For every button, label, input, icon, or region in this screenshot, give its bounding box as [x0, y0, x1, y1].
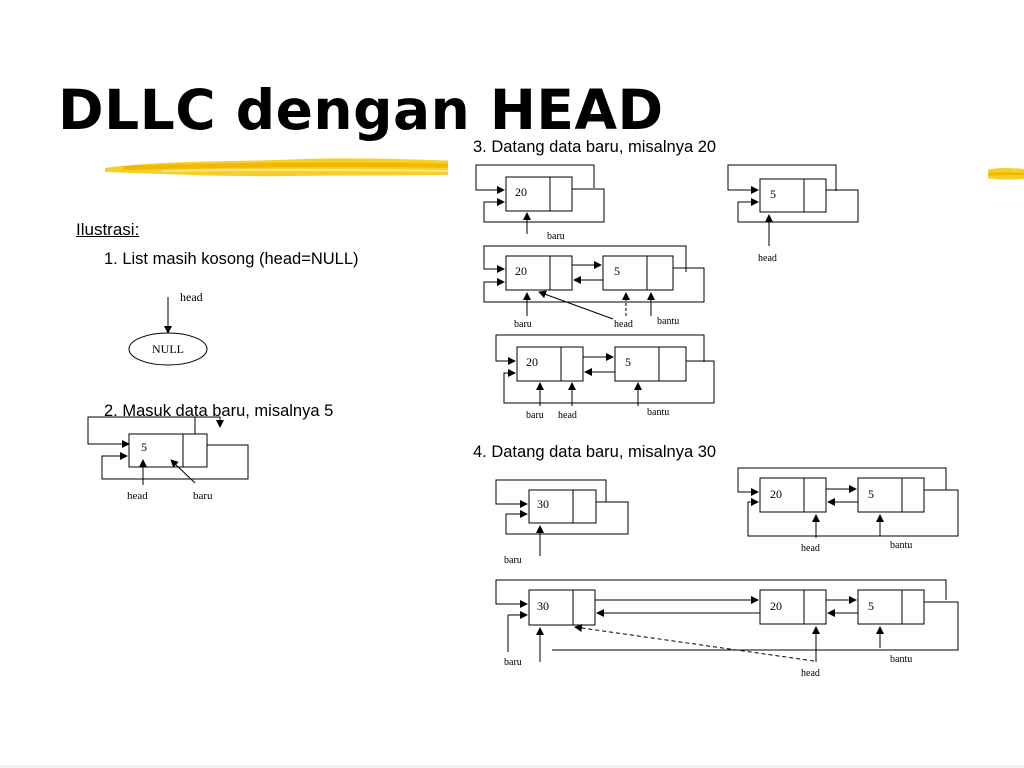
node-value: 30: [537, 599, 549, 613]
node-value: 5: [868, 599, 874, 613]
yellow-brush-stroke-right: [987, 168, 1024, 180]
node-value: 5: [770, 187, 776, 201]
slide-title: DLLC dengan HEAD: [58, 78, 664, 142]
node-value: 20: [770, 487, 782, 501]
baru-label: baru: [193, 490, 213, 502]
head-label: head: [127, 490, 148, 502]
bantu-label: bantu: [657, 316, 679, 327]
illustration-label: Ilustrasi:: [76, 220, 140, 239]
node-value: 5: [625, 355, 631, 369]
bantu-label: bantu: [890, 654, 912, 665]
head-label: head: [801, 543, 820, 554]
node-value: 20: [515, 185, 527, 199]
baru-label: baru: [547, 231, 565, 242]
yellow-brush-stroke: [105, 158, 481, 177]
step-1-diagram: head NULL: [128, 290, 208, 366]
node-value: 20: [526, 355, 538, 369]
head-label: head: [180, 290, 203, 304]
node-value: 5: [868, 487, 874, 501]
linked-list-diagrams: 20 5 20 5 20 5 30 20 5 30 20 5 baru head…: [475, 164, 959, 679]
head-label: head: [758, 253, 777, 264]
bantu-label: bantu: [647, 407, 669, 418]
node-value: 30: [537, 497, 549, 511]
head-label: head: [801, 668, 820, 679]
step-3-text: 3. Datang data baru, misalnya 20: [473, 138, 717, 156]
baru-label: baru: [504, 555, 522, 566]
baru-label: baru: [514, 319, 532, 330]
baru-label: baru: [504, 657, 522, 668]
step-2-text: 2. Masuk data baru, misalnya 5: [104, 402, 334, 420]
node-value: 20: [770, 599, 782, 613]
baru-label: baru: [526, 410, 544, 421]
footer-divider: [0, 765, 1024, 768]
head-label: head: [558, 410, 577, 421]
head-label: head: [614, 319, 633, 330]
node-value: 5: [141, 440, 147, 454]
null-label: NULL: [152, 342, 184, 356]
step-4-text: 4. Datang data baru, misalnya 30: [473, 443, 717, 461]
step-1-text: 1. List masih kosong (head=NULL): [104, 250, 359, 268]
node-value: 20: [515, 264, 527, 278]
bantu-label: bantu: [890, 540, 912, 551]
node-value: 5: [614, 264, 620, 278]
step-2-diagram: 5 head baru: [87, 416, 249, 502]
